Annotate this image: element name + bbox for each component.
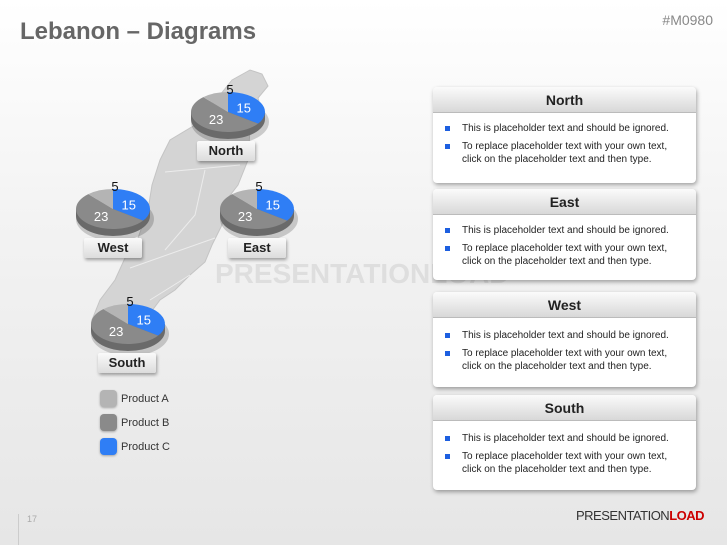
pie-slice-b — [190, 97, 259, 133]
pie-north: 15 235 — [190, 82, 269, 144]
panel-north: North This is placeholder text and shoul… — [433, 87, 696, 183]
pie-slice-c — [228, 92, 265, 124]
panel-west: West This is placeholder text and should… — [433, 292, 696, 387]
panel-title: East — [433, 189, 696, 215]
pie-value-b: 23 — [109, 324, 123, 339]
pie-slice-a — [103, 304, 128, 324]
pie-value-c: 15 — [266, 198, 280, 213]
page-number: 17 — [18, 514, 37, 545]
pie-slice-a — [203, 92, 228, 112]
region-label-south: South — [98, 353, 156, 373]
legend-product-a: Product A — [100, 390, 169, 407]
legend-label: Product B — [121, 416, 170, 429]
pie-slice-c — [113, 189, 151, 221]
bullet-item: This is placeholder text and should be i… — [443, 122, 686, 135]
pie-value-a: 5 — [226, 82, 233, 97]
panel-east: East This is placeholder text and should… — [433, 189, 696, 280]
legend-label: Product A — [121, 392, 169, 405]
pie-value-b: 23 — [94, 209, 108, 224]
legend-swatch — [100, 438, 117, 455]
region-label-east: East — [228, 238, 286, 258]
pie-value-a: 5 — [111, 179, 118, 194]
pie-value-a: 5 — [126, 294, 133, 309]
panel-south: South This is placeholder text and shoul… — [433, 395, 696, 490]
pie-slice-c — [128, 304, 165, 336]
bullet-item: This is placeholder text and should be i… — [443, 224, 686, 237]
legend-swatch — [100, 414, 117, 431]
bullet-item: To replace placeholder text with your ow… — [443, 450, 686, 476]
slide-code: #M0980 — [662, 12, 713, 28]
pie-value-b: 23 — [238, 209, 252, 224]
legend-label: Product C — [121, 440, 170, 453]
region-label-west: West — [84, 238, 142, 258]
pie-value-c: 15 — [137, 313, 151, 328]
bullet-item: This is placeholder text and should be i… — [443, 329, 686, 342]
panel-title: West — [433, 292, 696, 318]
pie-value-a: 5 — [255, 179, 262, 194]
panel-title: North — [433, 87, 696, 113]
pie-slice-b — [90, 309, 159, 344]
pie-east: 15 235 — [219, 179, 298, 241]
bullet-item: To replace placeholder text with your ow… — [443, 347, 686, 373]
map-borders — [129, 164, 241, 301]
panel-title: South — [433, 395, 696, 421]
presentationload-logo: PRESENTATIONLOAD — [576, 508, 705, 523]
pie-south: 15 235 — [90, 294, 169, 356]
pie-value-c: 15 — [122, 198, 136, 213]
legend-product-c: Product C — [100, 438, 170, 455]
pie-west: 15 235 — [76, 179, 154, 241]
pie-slice-b — [76, 194, 144, 229]
pie-slice-c — [257, 189, 294, 221]
legend-swatch — [100, 390, 117, 407]
pie-value-b: 23 — [209, 112, 223, 127]
region-label-north: North — [197, 141, 255, 161]
bullet-item: This is placeholder text and should be i… — [443, 432, 686, 445]
legend-product-b: Product B — [100, 414, 169, 431]
pie-value-c: 15 — [237, 101, 251, 116]
bullet-item: To replace placeholder text with your ow… — [443, 242, 686, 268]
bullet-item: To replace placeholder text with your ow… — [443, 140, 686, 166]
page-title: Lebanon – Diagrams — [20, 18, 257, 45]
pie-slice-a — [88, 189, 113, 209]
pie-slice-a — [232, 189, 257, 209]
pie-slice-b — [219, 194, 288, 230]
